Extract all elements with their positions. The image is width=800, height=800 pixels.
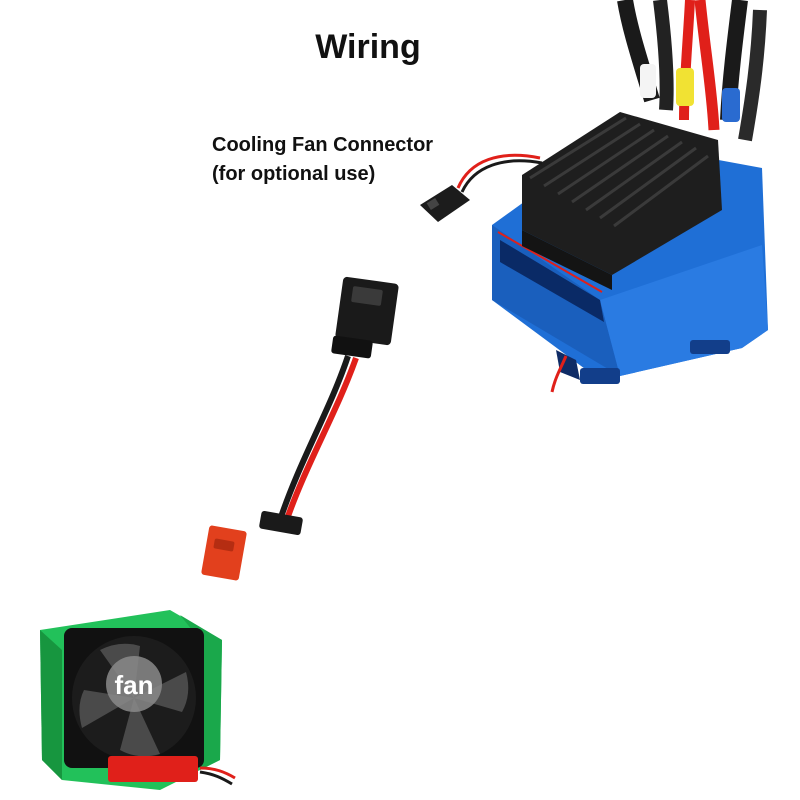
esc-wires xyxy=(617,0,767,142)
fan-label: fan xyxy=(115,670,154,700)
page-title: Wiring xyxy=(315,28,421,66)
esc-fan-connector-lead xyxy=(420,153,543,222)
cooling-fan-connector-callout: Cooling Fan Connector (for optional use) xyxy=(212,131,433,189)
callout-line-2: (for optional use) xyxy=(212,163,376,185)
callout-line-1: Cooling Fan Connector xyxy=(212,134,434,156)
fan-adapter-lead xyxy=(201,276,399,581)
esc-heatsink xyxy=(522,112,722,290)
cooling-fan: fan xyxy=(40,610,236,790)
